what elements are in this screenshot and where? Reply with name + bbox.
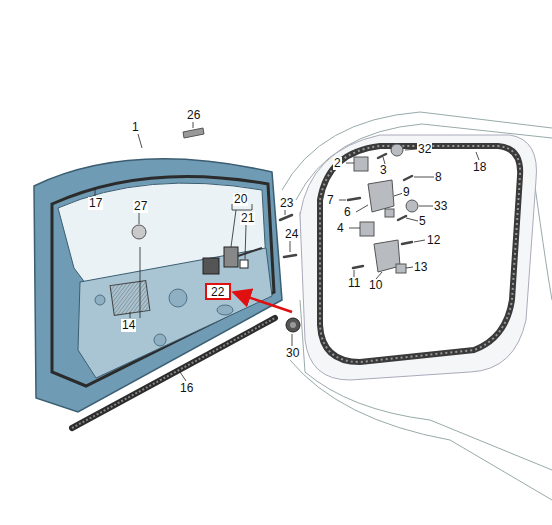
callout-number: 6 [343,206,352,219]
callout-number: 16 [179,382,194,395]
callout-number: 14 [121,319,136,332]
red-arrow [236,293,292,312]
callout-number: 11 [347,277,361,290]
callout-number: 8 [434,171,443,184]
callout-number: 21 [240,212,255,225]
callout-number: 18 [472,161,487,174]
callout-number: 1 [131,121,140,134]
callout-number: 2 [333,157,342,170]
callout-number: 32 [417,143,432,156]
callout-number: 9 [402,186,411,199]
callout-number: 22 [211,286,225,299]
callout-number: 27 [133,200,148,213]
callout-number: 23 [279,197,294,210]
callout-number: 3 [379,164,388,177]
callout-number: 30 [285,347,300,360]
callout-number: 4 [336,222,345,235]
callout-number: 13 [413,261,428,274]
callout-number: 33 [433,200,448,213]
callout-number: 24 [284,228,299,241]
callout-number: 17 [88,197,103,210]
callout-number: 20 [233,193,248,206]
highlight-box: 22 [205,283,231,300]
callout-number: 26 [186,109,201,122]
callout-number: 10 [368,279,383,292]
callout-number: 12 [426,234,441,247]
callout-number: 7 [326,194,335,207]
callout-number: 5 [418,215,427,228]
